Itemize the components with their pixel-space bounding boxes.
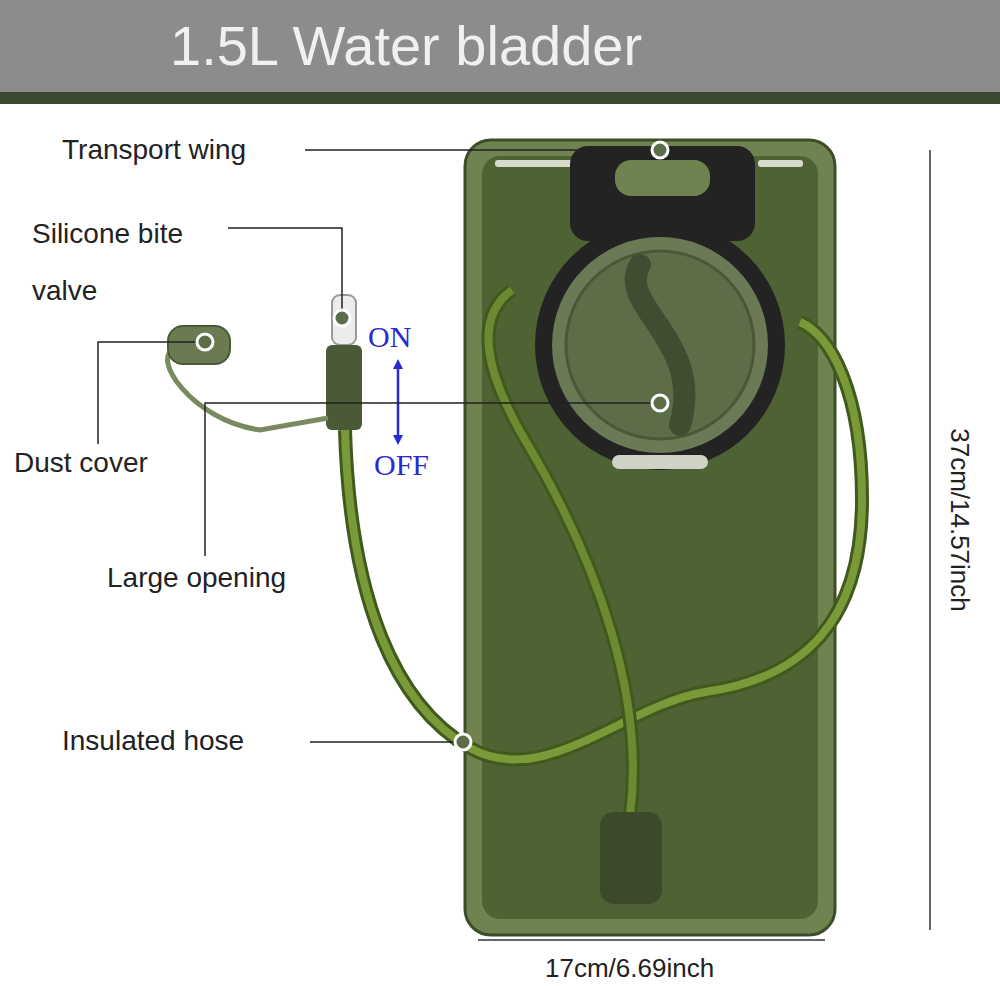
state-label: OFF [374,448,429,482]
callout-dot [652,395,668,411]
hose [488,290,633,815]
top-slot [495,160,575,167]
title: 1.5L Water bladder [170,14,642,78]
part-label: Transport wing [62,133,246,167]
part-label: Large opening [107,561,286,595]
callout-dot [455,734,471,750]
leader-line [205,403,652,556]
callout-dot [652,142,668,158]
part-label: Silicone bite valve [32,205,247,319]
cap [552,237,768,453]
callout-dots [197,142,668,750]
top-slot [758,160,803,167]
bladder-body [465,140,835,935]
outlet-connector [600,812,662,904]
hose [488,290,633,815]
callout-dot [197,334,213,350]
dimension-line [929,150,931,930]
cap-face [566,251,754,439]
hose [345,322,862,760]
title-banner [0,0,1000,92]
dimension-label: 37cm/14.57inch [944,428,976,612]
on-off-arrow [397,364,400,440]
part-label: Dust cover [14,446,148,480]
wing-hole [615,160,710,196]
part-label: Insulated hose [62,724,244,758]
dust-cover [168,326,230,364]
cap-grip [636,265,685,425]
valve-body [326,345,362,430]
dimension-label: 17cm/6.69inch [545,952,714,984]
leader-line [305,149,652,151]
bladder-inner [482,156,818,919]
ring-slot [612,455,708,469]
opening-ring [535,220,785,470]
dimension-line [478,939,825,941]
bite-valve [332,295,356,345]
leader-line [310,741,455,743]
leader-line [98,342,197,444]
state-label: ON [368,320,411,354]
banner-stripe [0,92,1000,104]
hose [345,322,862,760]
callout-dot [334,310,350,326]
leader-line [228,228,342,310]
